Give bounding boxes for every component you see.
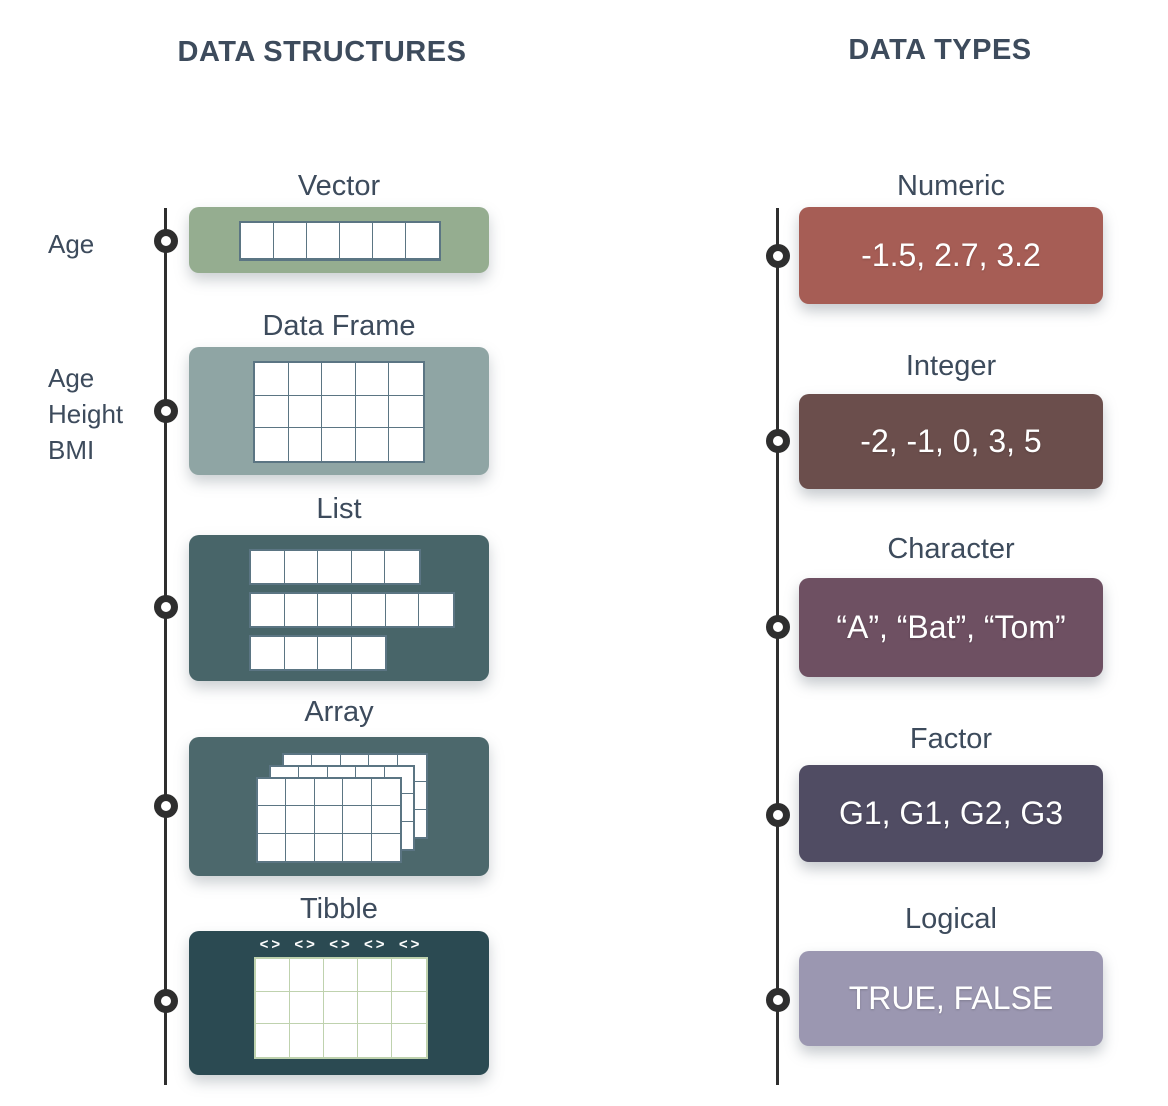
integer-box: -2, -1, 0, 3, 5 — [799, 394, 1103, 489]
timeline-dot-factor — [766, 803, 790, 827]
logical-box: TRUE, FALSE — [799, 951, 1103, 1046]
dataframe-grid — [253, 361, 425, 463]
timeline-dot-integer — [766, 429, 790, 453]
array-sheet-front — [256, 777, 402, 863]
dataframe-box — [189, 347, 489, 475]
logical-label: Logical — [905, 903, 997, 935]
annotation-line-age: Age — [48, 363, 95, 393]
character-label: Character — [887, 533, 1015, 565]
types-timeline — [776, 208, 779, 1085]
vector-box — [189, 207, 489, 273]
annotation-line-bmi: BMI — [48, 435, 95, 465]
timeline-dot-logical — [766, 988, 790, 1012]
numeric-example: -1.5, 2.7, 3.2 — [861, 237, 1041, 273]
column-type-icon: <> — [294, 936, 318, 953]
timeline-dot-numeric — [766, 244, 790, 268]
array-box — [189, 737, 489, 876]
timeline-dot-character — [766, 615, 790, 639]
structures-timeline — [164, 208, 167, 1085]
column-type-icon: <> — [398, 936, 423, 953]
structures-title: DATA STRUCTURES — [177, 36, 467, 68]
array-label: Array — [304, 696, 374, 728]
factor-label: Factor — [909, 723, 993, 755]
list-label: List — [316, 493, 362, 525]
integer-label: Integer — [905, 350, 997, 382]
timeline-dot-dataframe — [154, 399, 178, 423]
numeric-box: -1.5, 2.7, 3.2 — [799, 207, 1103, 304]
logical-example: TRUE, FALSE — [848, 980, 1054, 1016]
character-box: “A”, “Bat”, “Tom” — [799, 578, 1103, 677]
timeline-dot-list — [154, 595, 178, 619]
vector-cells-grid — [239, 221, 441, 261]
integer-example: -2, -1, 0, 3, 5 — [860, 423, 1042, 459]
tibble-label: Tibble — [300, 893, 378, 925]
annotation-dataframe: Age Height BMI — [48, 360, 123, 468]
column-type-icon: <> — [329, 936, 353, 953]
factor-box: G1, G1, G2, G3 — [799, 765, 1103, 862]
numeric-label: Numeric — [897, 170, 1005, 202]
tibble-column-type-glyphs: <> <> <> <> <> — [254, 936, 428, 953]
types-title: DATA TYPES — [848, 34, 1032, 66]
list-row-3 — [249, 635, 387, 671]
dataframe-label: Data Frame — [262, 310, 416, 342]
vector-label: Vector — [297, 170, 381, 202]
list-row-2 — [249, 592, 455, 628]
timeline-dot-tibble — [154, 989, 178, 1013]
factor-example: G1, G1, G2, G3 — [838, 795, 1064, 831]
column-type-icon: <> — [259, 936, 284, 953]
list-box — [189, 535, 489, 681]
timeline-dot-array — [154, 794, 178, 818]
list-row-1 — [249, 549, 421, 585]
timeline-dot-vector — [154, 229, 178, 253]
tibble-box: <> <> <> <> <> — [189, 931, 489, 1075]
column-type-icon: <> — [364, 936, 388, 953]
tibble-grid — [254, 957, 428, 1059]
character-example: “A”, “Bat”, “Tom” — [836, 609, 1066, 645]
annotation-line-height: Height — [48, 399, 124, 429]
annotation-age: Age — [48, 229, 95, 259]
